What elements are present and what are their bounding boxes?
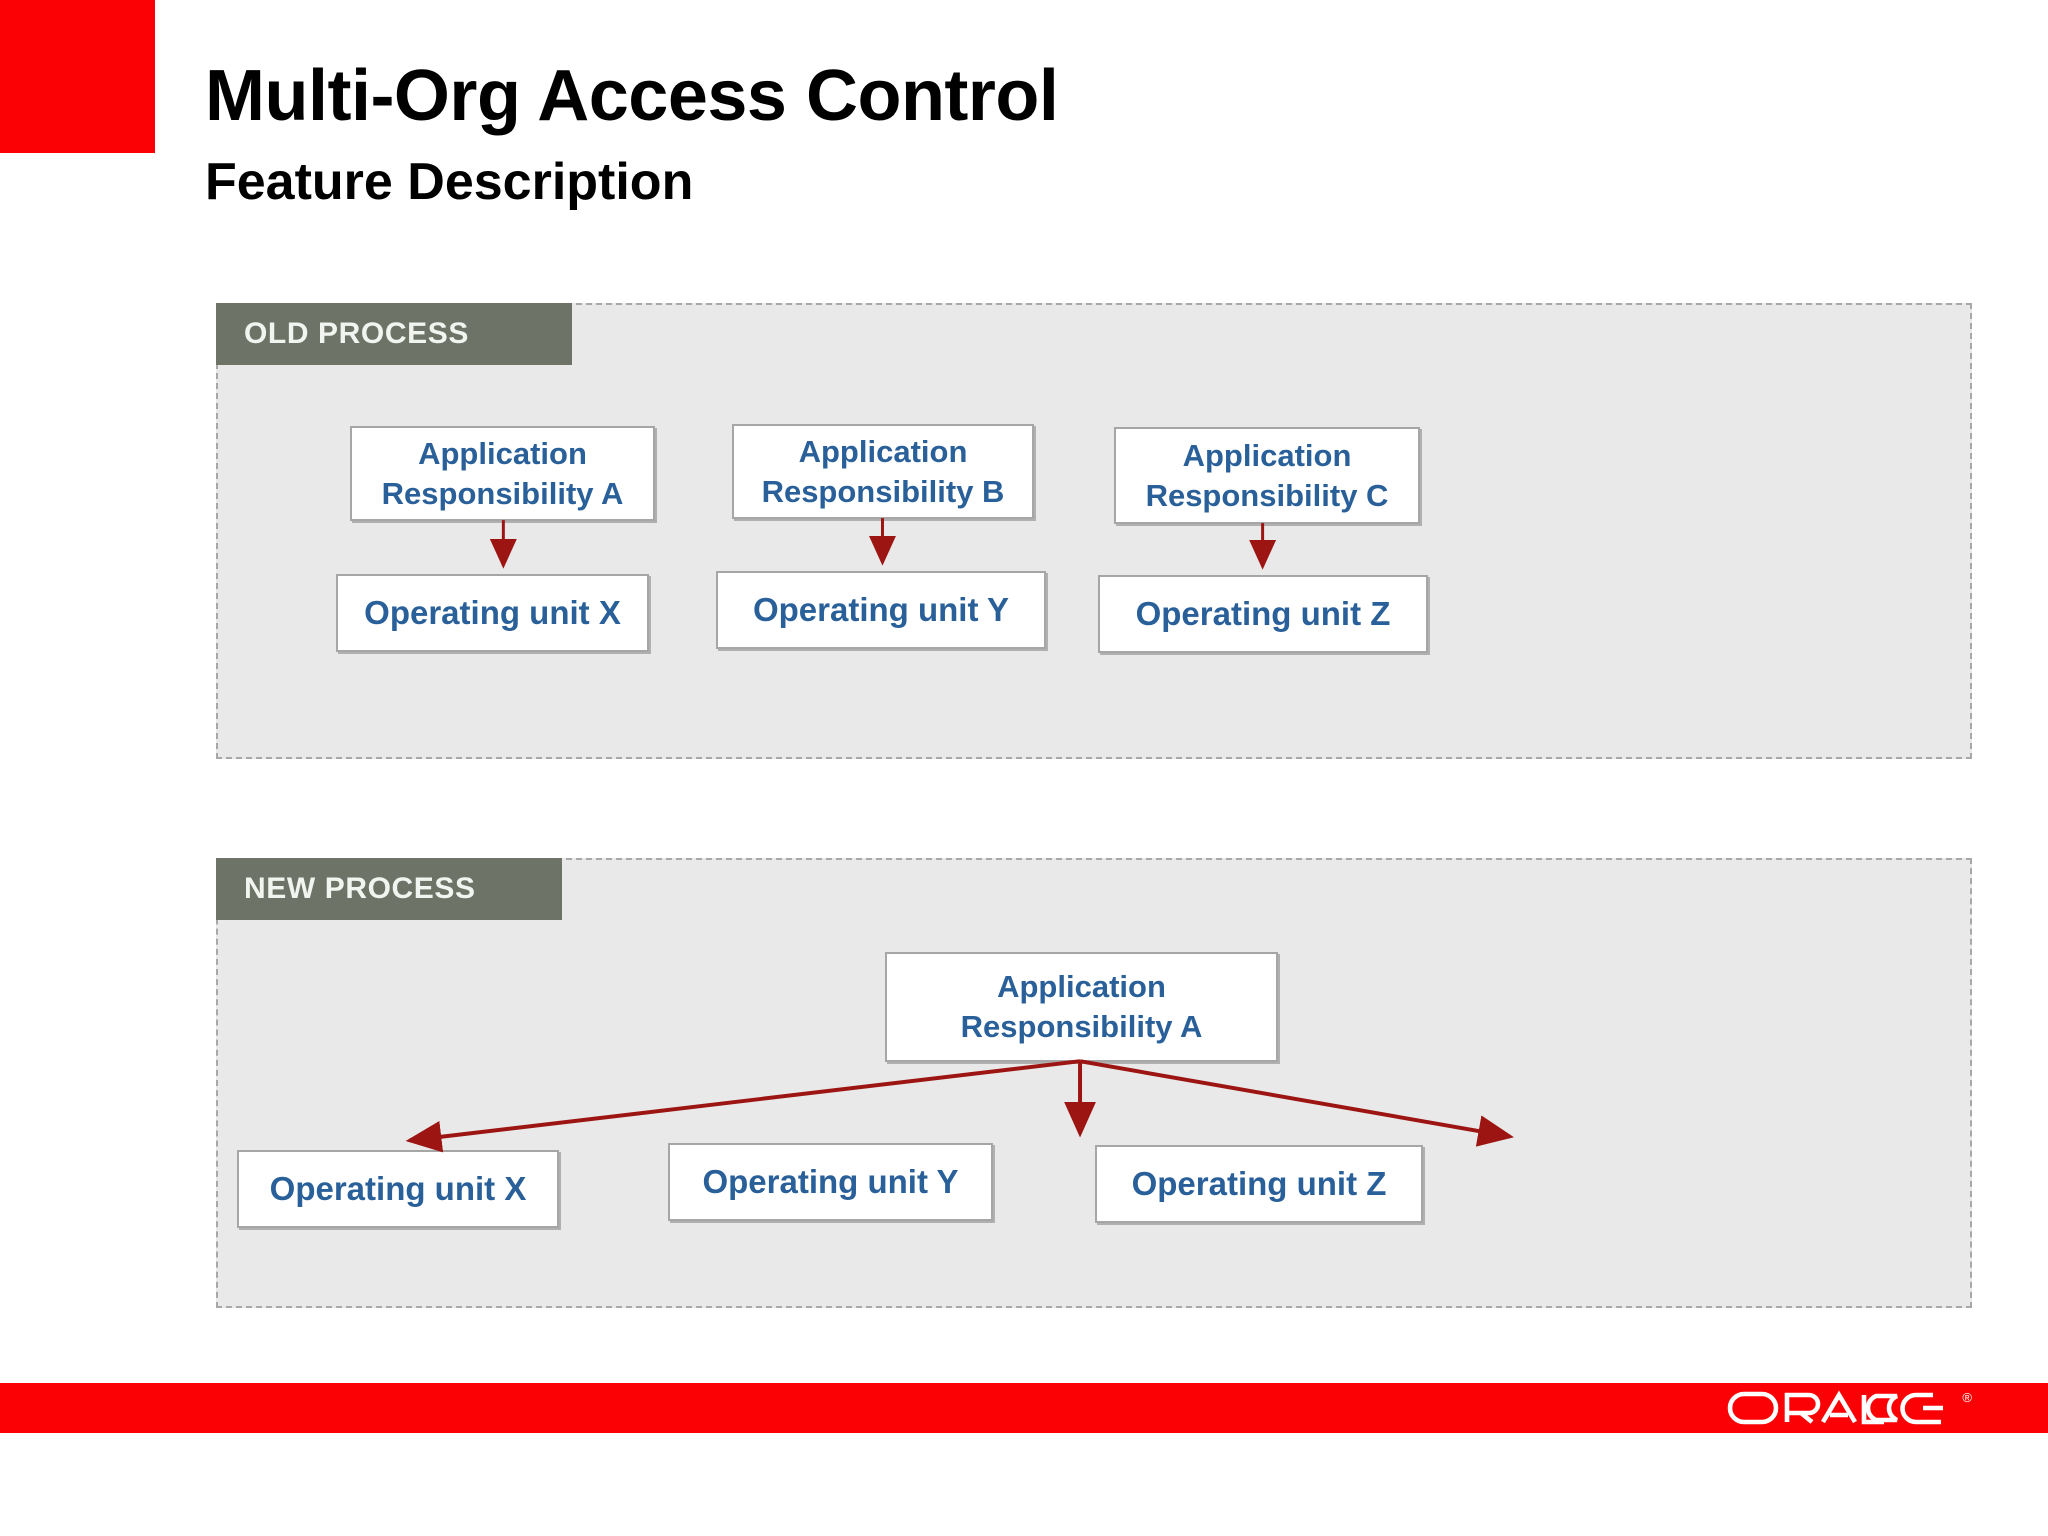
footer-band bbox=[0, 1383, 2048, 1433]
new-operating-unit-y-box[interactable]: Operating unit Y bbox=[668, 1143, 993, 1221]
brand-accent-block bbox=[0, 0, 155, 153]
new-unit-x-label: Operating unit X bbox=[269, 1169, 527, 1207]
page-title: Multi-Org Access Control bbox=[205, 56, 1059, 136]
new-app-responsibility-a-box[interactable]: Application Responsibility A bbox=[885, 952, 1278, 1062]
new-process-panel: NEW PROCESS Application Responsibility A… bbox=[216, 858, 1972, 1308]
page-subtitle: Feature Description bbox=[205, 153, 694, 211]
old-app-responsibility-a-box[interactable]: Application Responsibility A bbox=[350, 426, 655, 521]
new-unit-y-label: Operating unit Y bbox=[702, 1162, 959, 1200]
old-app-responsibility-c-box[interactable]: Application Responsibility C bbox=[1114, 427, 1420, 524]
old-unit-x-label: Operating unit X bbox=[364, 593, 621, 631]
old-app-c-line2: Responsibility C bbox=[1145, 477, 1389, 513]
new-process-badge: NEW PROCESS bbox=[216, 858, 562, 920]
new-process-arrows bbox=[405, 1059, 1514, 1153]
old-app-a-line1: Application bbox=[418, 435, 587, 471]
new-arrow-to-unit-z bbox=[1079, 1059, 1514, 1147]
oracle-wordmark-icon bbox=[1728, 1390, 1944, 1425]
title-block: Multi-Org Access Control Feature Descrip… bbox=[205, 60, 1605, 208]
old-operating-unit-y-box[interactable]: Operating unit Y bbox=[716, 571, 1046, 649]
new-arrow-to-unit-x bbox=[405, 1059, 1081, 1153]
old-app-a-line2: Responsibility A bbox=[381, 475, 624, 511]
old-process-arrows bbox=[489, 518, 1277, 570]
old-app-b-line2: Responsibility B bbox=[761, 473, 1005, 509]
old-unit-y-label: Operating unit Y bbox=[752, 590, 1010, 628]
registered-trademark-mark: ® bbox=[1962, 1390, 1972, 1405]
oracle-logo: ® bbox=[1727, 1385, 1972, 1431]
old-operating-unit-x-box[interactable]: Operating unit X bbox=[336, 574, 649, 652]
old-operating-unit-z-box[interactable]: Operating unit Z bbox=[1098, 575, 1428, 653]
new-operating-unit-x-box[interactable]: Operating unit X bbox=[237, 1150, 559, 1228]
old-app-responsibility-b-box[interactable]: Application Responsibility B bbox=[732, 424, 1034, 519]
old-app-b-line1: Application bbox=[798, 433, 968, 469]
old-process-badge: OLD PROCESS bbox=[216, 303, 572, 365]
old-unit-z-label: Operating unit Z bbox=[1135, 594, 1391, 632]
new-app-a-line1: Application bbox=[997, 969, 1166, 1005]
new-operating-unit-z-box[interactable]: Operating unit Z bbox=[1095, 1145, 1423, 1223]
new-app-a-line2: Responsibility A bbox=[960, 1009, 1203, 1044]
old-process-panel: OLD PROCESS Application Responsibility A… bbox=[216, 303, 1972, 759]
old-app-c-line1: Application bbox=[1182, 437, 1352, 473]
new-unit-z-label: Operating unit Z bbox=[1131, 1164, 1387, 1202]
